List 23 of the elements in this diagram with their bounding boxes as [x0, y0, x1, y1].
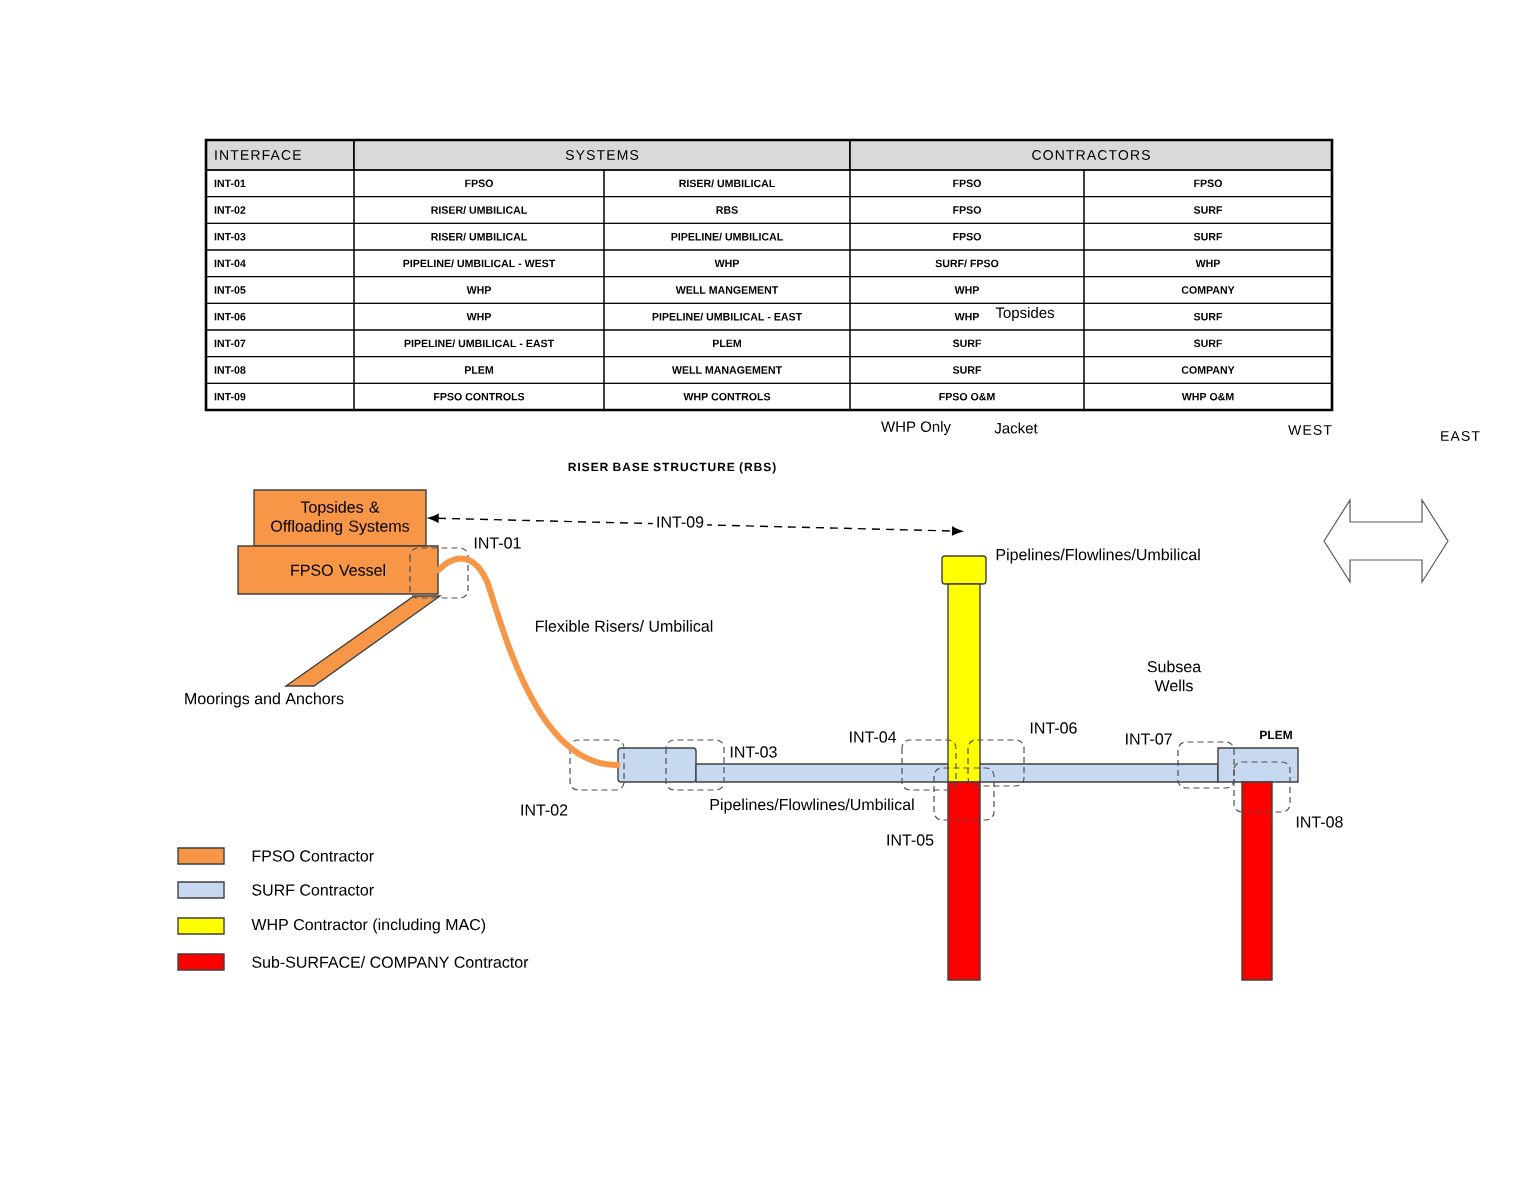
well-bar [947, 781, 981, 981]
vessel-box: FPSO Vessel [237, 545, 439, 595]
riser-base-box [617, 747, 697, 783]
interface-label: INT-07 [1126, 733, 1172, 745]
area-label: Subsea Wells [1147, 660, 1202, 692]
node-label: Pipelines/Flowlines/Umbilical [996, 548, 1200, 564]
legend-label: WHP Contractor (including MAC) [251, 918, 486, 934]
interface-label: INT-01 [474, 537, 521, 549]
edge-label: INT-09 [653, 513, 707, 531]
edge-label: Flexible Risers/ Umbilical [536, 620, 713, 632]
node-label: Pipelines/Flowlines/Umbilical [710, 798, 914, 814]
legend-label: SURF Contractor [252, 884, 374, 896]
legend-label: Sub-SURFACE/ COMPANY Contractor [252, 956, 529, 968]
topsides-box: Topsides & Offloading Systems [253, 489, 427, 547]
node-label: Moorings and Anchors [185, 692, 344, 708]
jacket-column [947, 583, 981, 783]
dashed-arrow [428, 513, 963, 536]
interface-label: INT-06 [1030, 722, 1077, 734]
riser-line [435, 555, 621, 768]
well-bar [1241, 781, 1273, 981]
interface-label: INT-04 [850, 731, 897, 743]
legend-label: FPSO Contractor [252, 850, 374, 862]
interface-label: INT-08 [1296, 816, 1343, 828]
